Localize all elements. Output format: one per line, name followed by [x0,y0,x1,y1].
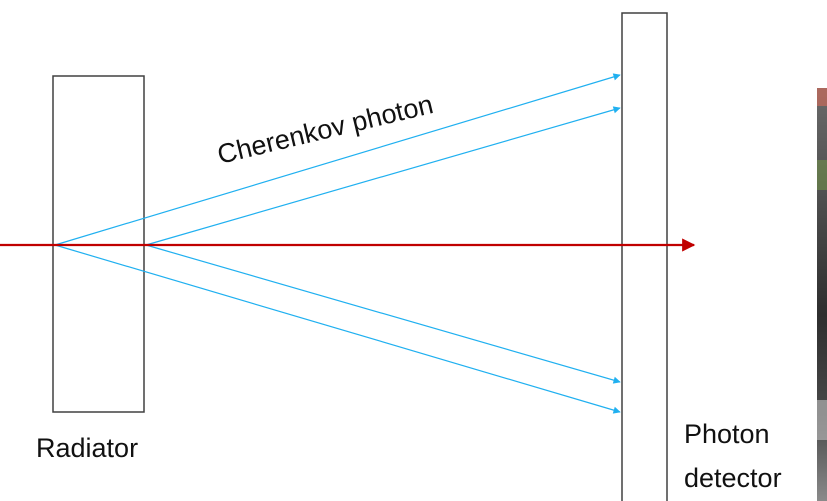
radiator-label: Radiator [36,433,138,463]
photo-inset [817,88,827,501]
photon-detector-plate [622,13,667,501]
photon-detector-label-line1: Photon [684,419,770,449]
cherenkov-photon-label: Cherenkov photon [214,89,436,170]
photon-detector-label-line2: detector [684,463,782,493]
ray-lower-inner [146,245,620,382]
